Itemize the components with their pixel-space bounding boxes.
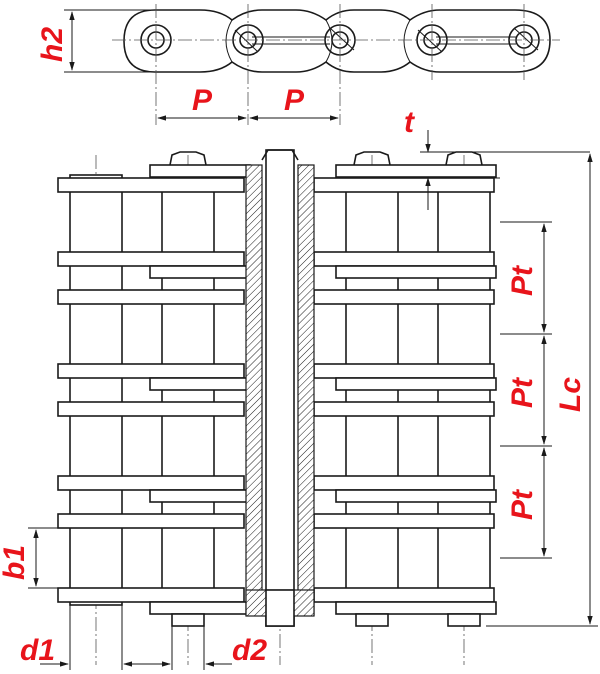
- t-label: t: [404, 106, 416, 139]
- pt-label-3: Pt: [506, 488, 539, 520]
- chain-top-view: [57, 149, 497, 665]
- h2-label: h2: [36, 27, 69, 62]
- b1-dimension: b1: [0, 527, 70, 589]
- chain-side-view: [112, 4, 560, 125]
- sectioned-pin: [265, 149, 295, 627]
- pitch-dimension: P P: [157, 84, 339, 121]
- lc-label: Lc: [554, 377, 587, 412]
- sectioned-plate-right: [297, 164, 315, 616]
- sectioned-plate-left: [245, 164, 263, 616]
- lc-dimension: Lc: [486, 153, 598, 627]
- pt-dimension: Pt Pt Pt: [500, 221, 552, 559]
- b1-label: b1: [0, 545, 31, 580]
- t-dimension: t: [404, 106, 590, 210]
- pitch-label-left: P: [192, 84, 213, 117]
- pt-label-1: Pt: [506, 264, 539, 296]
- d1-d2-dimension: d1 d2: [20, 602, 267, 670]
- d1-label: d1: [20, 634, 55, 667]
- h2-dimension: h2: [36, 9, 150, 73]
- d2-label: d2: [232, 634, 267, 667]
- pitch-label-right: P: [284, 84, 305, 117]
- pt-label-2: Pt: [506, 376, 539, 408]
